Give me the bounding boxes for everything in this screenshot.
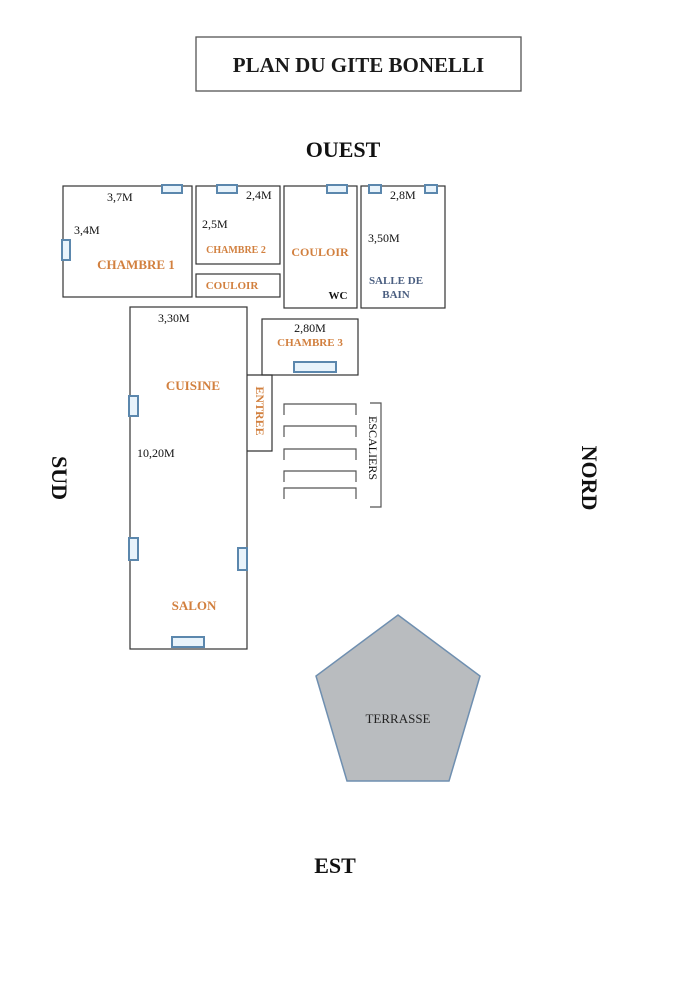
window-icon [326,184,348,194]
stair-step [283,425,357,437]
stair-step [283,470,357,482]
room-couloir-wc: COULOIR WC [283,184,358,309]
cuisine-length: 10,20M [137,446,175,460]
room-salle-de-bain: 2,8M 3,50M SALLE DE BAIN [360,184,446,309]
plan-title: PLAN DU GITE BONELLI [233,53,484,77]
salle-de-bain-label-2: BAIN [382,289,410,301]
terrace-label: TERRASSE [365,711,430,726]
window-icon [61,239,71,261]
couloir-small-label: COULOIR [206,280,260,292]
wc-label: WC [329,290,348,302]
stair-step [283,403,357,415]
window-icon [368,184,382,194]
room-chambre-3: 2,80M CHAMBRE 3 [261,318,359,376]
terrace-shape [315,614,481,782]
couloir-wc-label: COULOIR [291,245,349,259]
stair-step [283,448,357,460]
compass-south: SUD [47,456,72,500]
stairs: ESCALIERS [283,402,382,508]
compass-north: NORD [577,446,602,511]
chambre-1-width: 3,7M [107,190,133,204]
window-icon [293,361,337,373]
salle-de-bain-width: 2,8M [390,188,416,202]
window-icon [128,395,139,417]
cuisine-width: 3,30M [158,311,190,325]
compass-west: OUEST [306,137,381,162]
salle-de-bain-label-1: SALLE DE [369,275,423,287]
chambre-2-label: CHAMBRE 2 [206,245,266,256]
window-icon [424,184,438,194]
room-chambre-1: 3,7M 3,4M CHAMBRE 1 [61,184,193,298]
salle-de-bain-depth: 3,50M [368,231,400,245]
window-icon [171,636,205,648]
chambre-2-depth: 2,5M [202,217,228,231]
window-icon [128,537,139,561]
window-icon [237,547,248,571]
room-couloir-small: COULOIR [195,273,281,298]
cuisine-label: CUISINE [166,378,220,393]
terrace: TERRASSE [315,614,481,782]
compass-east: EST [314,853,356,878]
chambre-1-depth: 3,4M [74,223,100,237]
chambre-3-width: 2,80M [294,321,326,335]
salon-label: SALON [172,598,217,613]
window-icon [161,184,183,194]
title-box: PLAN DU GITE BONELLI [195,36,522,92]
escaliers-label: ESCALIERS [366,416,380,480]
entree-label: ENTREE [253,386,267,435]
room-entree: ENTREE [247,374,273,452]
chambre-3-label: CHAMBRE 3 [277,337,343,349]
room-cuisine-salon: 3,30M CUISINE 10,20M SALON [128,306,248,650]
stair-step [283,487,357,499]
chambre-2-width: 2,4M [246,188,272,202]
chambre-1-label: CHAMBRE 1 [97,257,175,272]
window-icon [216,184,238,194]
stair-rail [370,402,382,508]
room-chambre-2: 2,4M 2,5M CHAMBRE 2 [195,184,281,265]
